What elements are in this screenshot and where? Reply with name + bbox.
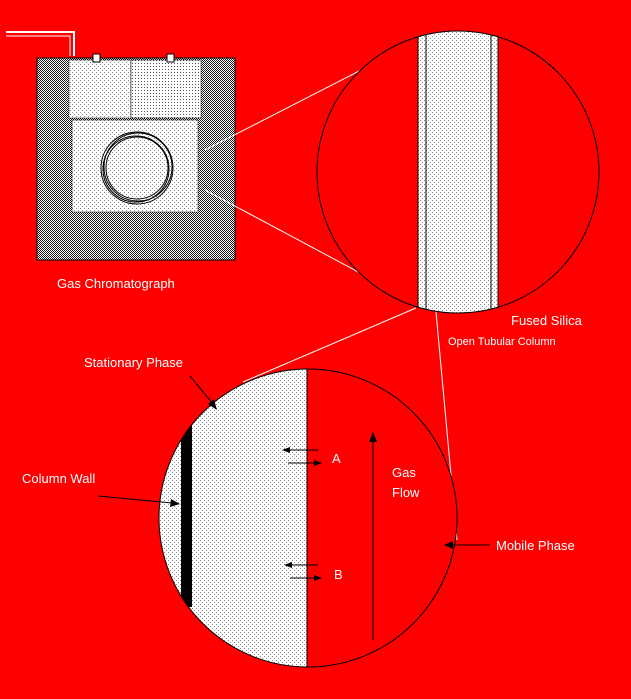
stationary-phase-pointer (189, 375, 217, 410)
exchange-arrows-b (284, 562, 322, 581)
column-material-label: Fused Silica (511, 313, 583, 328)
gas-chromatograph (6, 31, 236, 261)
cross-section (158, 368, 458, 668)
mobile-phase-label: Mobile Phase (496, 538, 575, 553)
point-a-label: A (332, 451, 341, 466)
detector-port (166, 53, 175, 63)
stationary-phase-layer (159, 369, 307, 667)
exchange-arrows-a (282, 447, 322, 466)
instrument-label: Gas Chromatograph (57, 276, 175, 291)
point-b-label: B (334, 567, 343, 582)
gas-flow-label-line2: Flow (392, 485, 420, 500)
zoom-line-left (242, 307, 417, 383)
oven-window (71, 119, 199, 213)
magnified-column (316, 30, 600, 314)
detector-block (130, 59, 202, 119)
injector-block (68, 59, 132, 119)
detail-circle (158, 368, 458, 668)
column-tube (418, 31, 498, 313)
column-wall-pointer (97, 495, 180, 507)
stationary-phase-label: Stationary Phase (84, 355, 183, 370)
column-type-label: Open Tubular Column (448, 336, 556, 348)
column-wall-label: Column Wall (22, 471, 95, 486)
mobile-phase-pointer (444, 541, 490, 549)
injector-port (92, 53, 101, 63)
gas-flow-arrow (369, 432, 377, 640)
column-wall-band (181, 425, 192, 607)
coiled-column (100, 131, 174, 205)
gas-flow-label-line1: Gas (392, 465, 416, 480)
carrier-gas-line (6, 31, 75, 56)
magnifier-circle (316, 30, 600, 314)
